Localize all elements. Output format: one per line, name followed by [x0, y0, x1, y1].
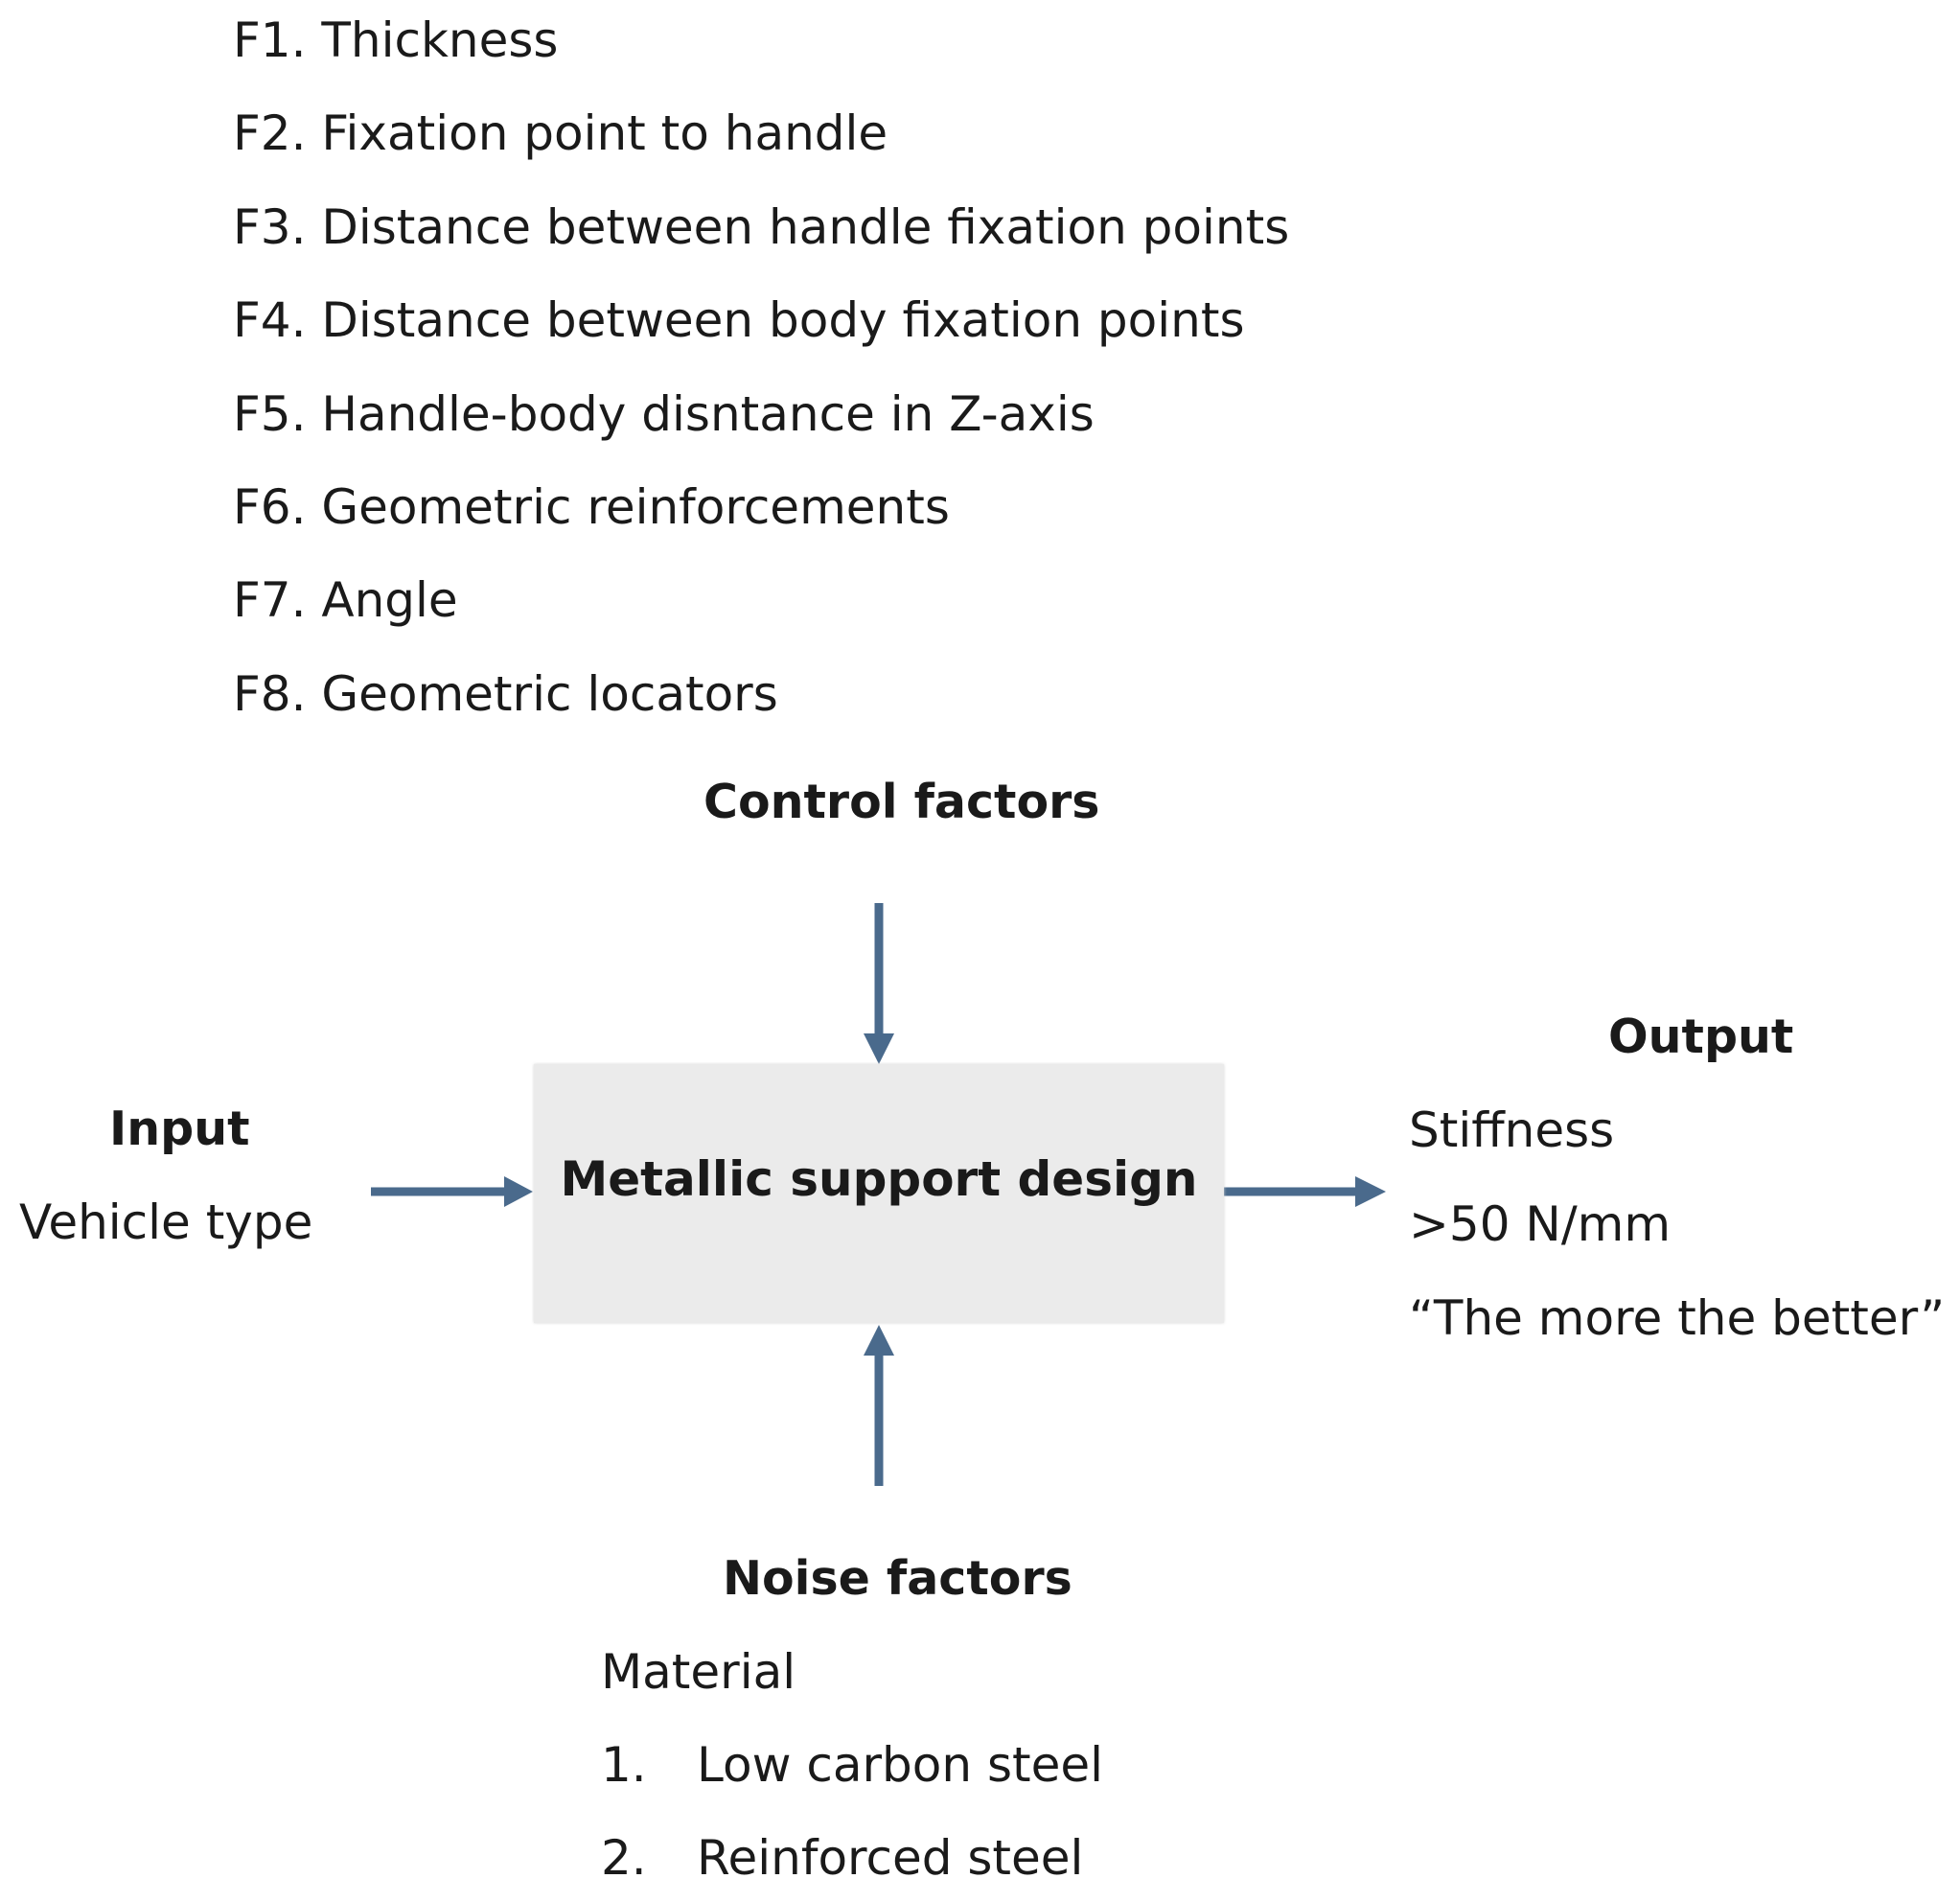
control-factor-item: F4. Distance between body fixation point…: [233, 292, 1245, 348]
input-arrow: [371, 1176, 533, 1207]
control-factor-item: F2. Fixation point to handle: [233, 105, 888, 161]
output-line-threshold: >50 N/mm: [1409, 1196, 1672, 1252]
output-line-criterion: “The more the better”: [1409, 1290, 1946, 1346]
output-heading: Output: [1608, 1009, 1794, 1064]
noise-item-label: Low carbon steel: [697, 1737, 1104, 1793]
control-factor-item: F1. Thickness: [233, 12, 559, 68]
process-label: Metallic support design: [560, 1151, 1198, 1207]
noise-item-number: 1.: [601, 1737, 647, 1793]
control-factor-item: F6. Geometric reinforcements: [233, 479, 950, 535]
control-arrow: [864, 903, 894, 1064]
control-factor-item: F7. Angle: [233, 572, 458, 628]
input-value: Vehicle type: [19, 1195, 313, 1250]
output-arrow: [1224, 1176, 1386, 1207]
input-heading: Input: [109, 1102, 250, 1156]
noise-factors-heading: Noise factors: [723, 1551, 1072, 1606]
control-factor-item: F8. Geometric locators: [233, 666, 778, 722]
control-factor-item: F3. Distance between handle fixation poi…: [233, 199, 1290, 255]
noise-item-label: Reinforced steel: [697, 1830, 1084, 1886]
noise-item-number: 2.: [601, 1830, 647, 1886]
control-factors-heading: Control factors: [703, 775, 1100, 829]
control-factor-item: F5. Handle-body disntance in Z-axis: [233, 386, 1095, 442]
output-line-stiffness: Stiffness: [1409, 1102, 1615, 1158]
process-box: Metallic support design: [534, 1064, 1224, 1323]
noise-category: Material: [601, 1644, 796, 1700]
noise-arrow: [864, 1325, 894, 1486]
